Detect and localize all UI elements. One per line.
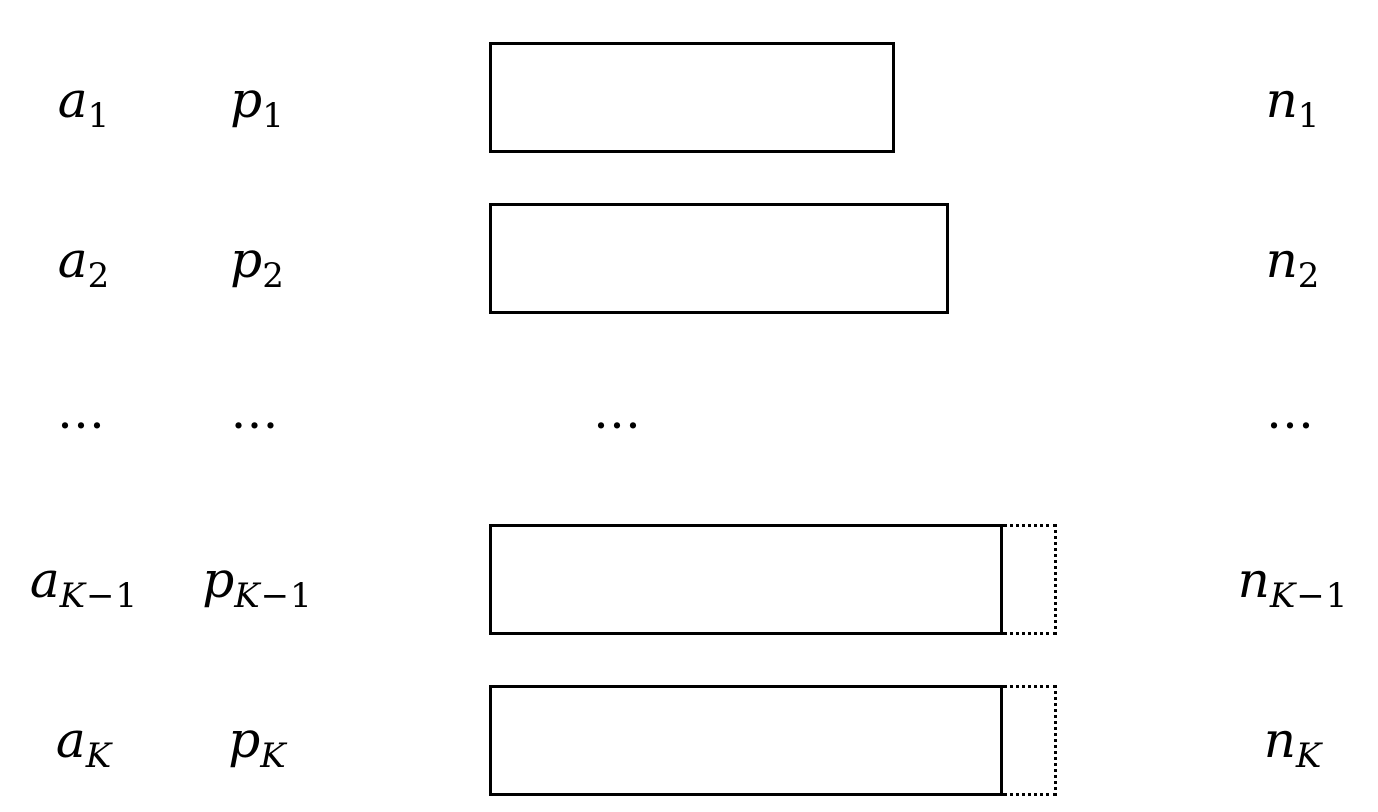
ellipsis-n: … [1266,384,1320,440]
label-n-k: nK [1263,711,1323,776]
label-a2: a2 [57,231,111,296]
bar-k-dotted-extension [1003,685,1057,796]
label-a-k: aK [55,711,113,776]
bar-k [489,685,1003,796]
label-a-k-minus-1: aK−1 [29,551,139,616]
label-p2: p2 [230,231,285,296]
bar-k-minus-1-dotted-extension [1003,524,1057,635]
label-p1: p1 [230,71,285,136]
bar-1 [489,42,895,153]
label-n2: n2 [1265,231,1321,296]
label-p-k-minus-1: pK−1 [202,551,313,616]
bar-2 [489,203,949,314]
label-n1: n1 [1265,71,1321,136]
ellipsis-a: … [57,384,111,440]
ellipsis-p: … [230,384,285,440]
label-p-k: pK [228,711,287,776]
label-a1: a1 [57,71,111,136]
ellipsis-bars: … [593,384,647,440]
bar-k-minus-1 [489,524,1003,635]
label-n-k-minus-1: nK−1 [1237,551,1349,616]
